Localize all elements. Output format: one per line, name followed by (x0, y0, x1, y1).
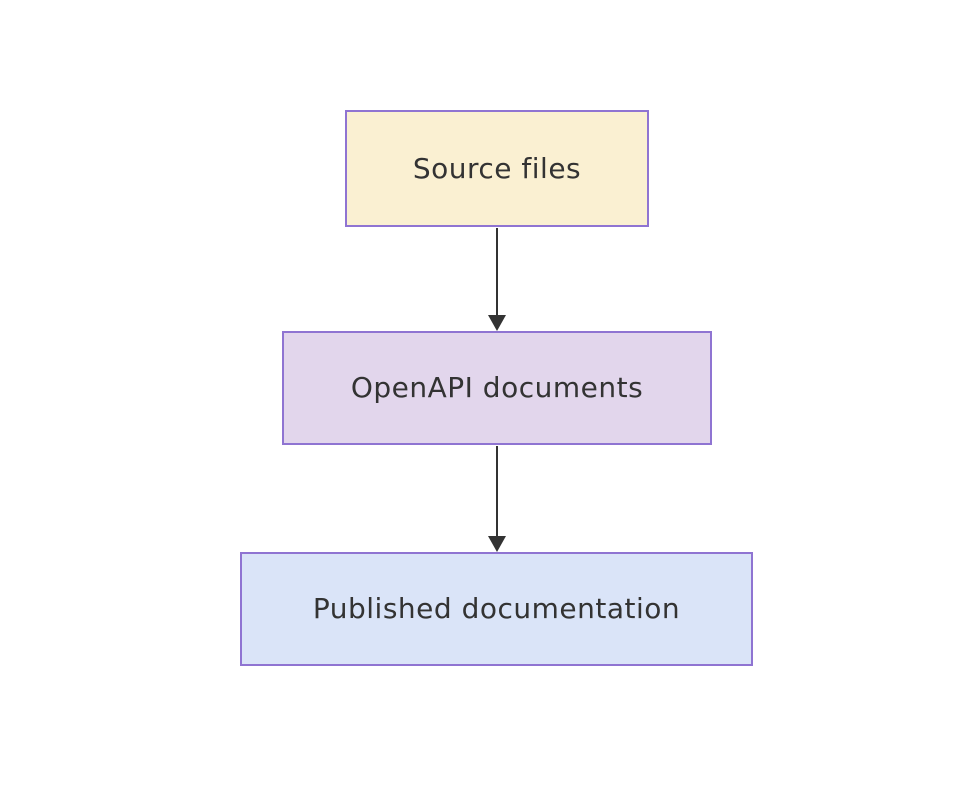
edge-source-to-openapi (488, 228, 506, 331)
node-label: Published documentation (312, 592, 681, 626)
arrowhead-down-icon (488, 315, 506, 331)
node-label: OpenAPI documents (350, 371, 644, 405)
node-openapi-documents: OpenAPI documents (282, 331, 712, 445)
edge-openapi-to-published (488, 446, 506, 552)
node-published-documentation: Published documentation (240, 552, 753, 666)
arrowhead-down-icon (488, 536, 506, 552)
node-source-files: Source files (345, 110, 649, 227)
node-label: Source files (412, 151, 582, 185)
